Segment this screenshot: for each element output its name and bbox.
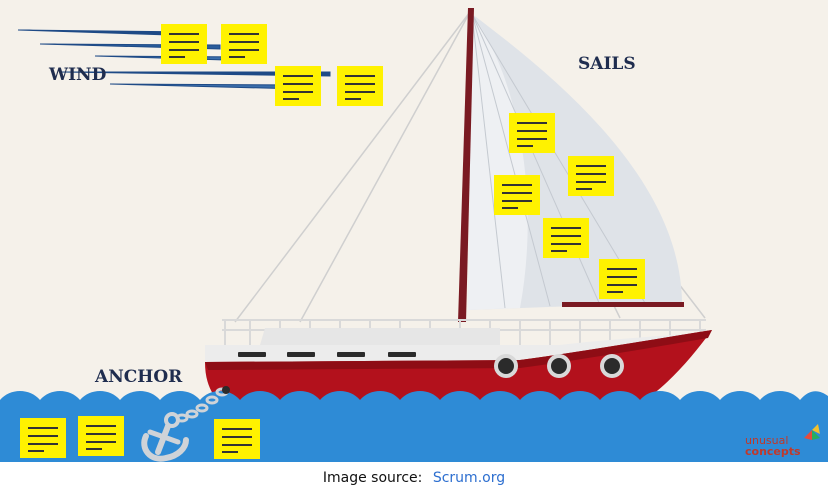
sticky-note — [568, 156, 614, 196]
sticky-note — [221, 24, 267, 64]
sticky-note — [214, 419, 260, 459]
logo-line-2: concepts — [745, 445, 801, 458]
sticky-note — [509, 113, 555, 153]
hull — [205, 330, 712, 408]
hawsehole — [222, 386, 230, 394]
porthole-icon — [494, 354, 624, 378]
sticky-note — [78, 416, 124, 456]
sticky-note — [599, 259, 645, 299]
cabin-windows — [238, 352, 416, 357]
anchor-label: ANCHOR — [94, 367, 183, 387]
anchor-icon — [141, 412, 189, 462]
caption-prefix: Image source: — [322, 470, 423, 486]
cabin — [260, 328, 500, 345]
hull-upper-band — [205, 332, 710, 362]
image-source-caption: Image source: Scrum.org — [0, 470, 828, 486]
sticky-note — [494, 175, 540, 215]
mast — [458, 8, 474, 322]
hull-stripe — [205, 330, 712, 370]
sticky-note — [543, 218, 589, 258]
wind-label: WIND — [48, 65, 107, 85]
sails-label: SAILS — [578, 54, 636, 74]
sticky-notes — [20, 24, 645, 459]
sticky-note — [161, 24, 207, 64]
source-link[interactable]: Scrum.org — [432, 470, 506, 486]
boom — [562, 302, 684, 307]
wind-lines-icon — [17, 29, 331, 90]
sail-highlight — [468, 14, 528, 310]
sticky-note — [20, 418, 66, 458]
sticky-note — [337, 66, 383, 106]
logo-line-1: unusual — [745, 434, 788, 447]
sea — [0, 391, 828, 462]
unusual-concepts-logo: unusual concepts — [745, 424, 820, 458]
caption-band — [0, 462, 828, 498]
sticky-note — [275, 66, 321, 106]
logo-pinwheel-icon — [804, 424, 820, 440]
